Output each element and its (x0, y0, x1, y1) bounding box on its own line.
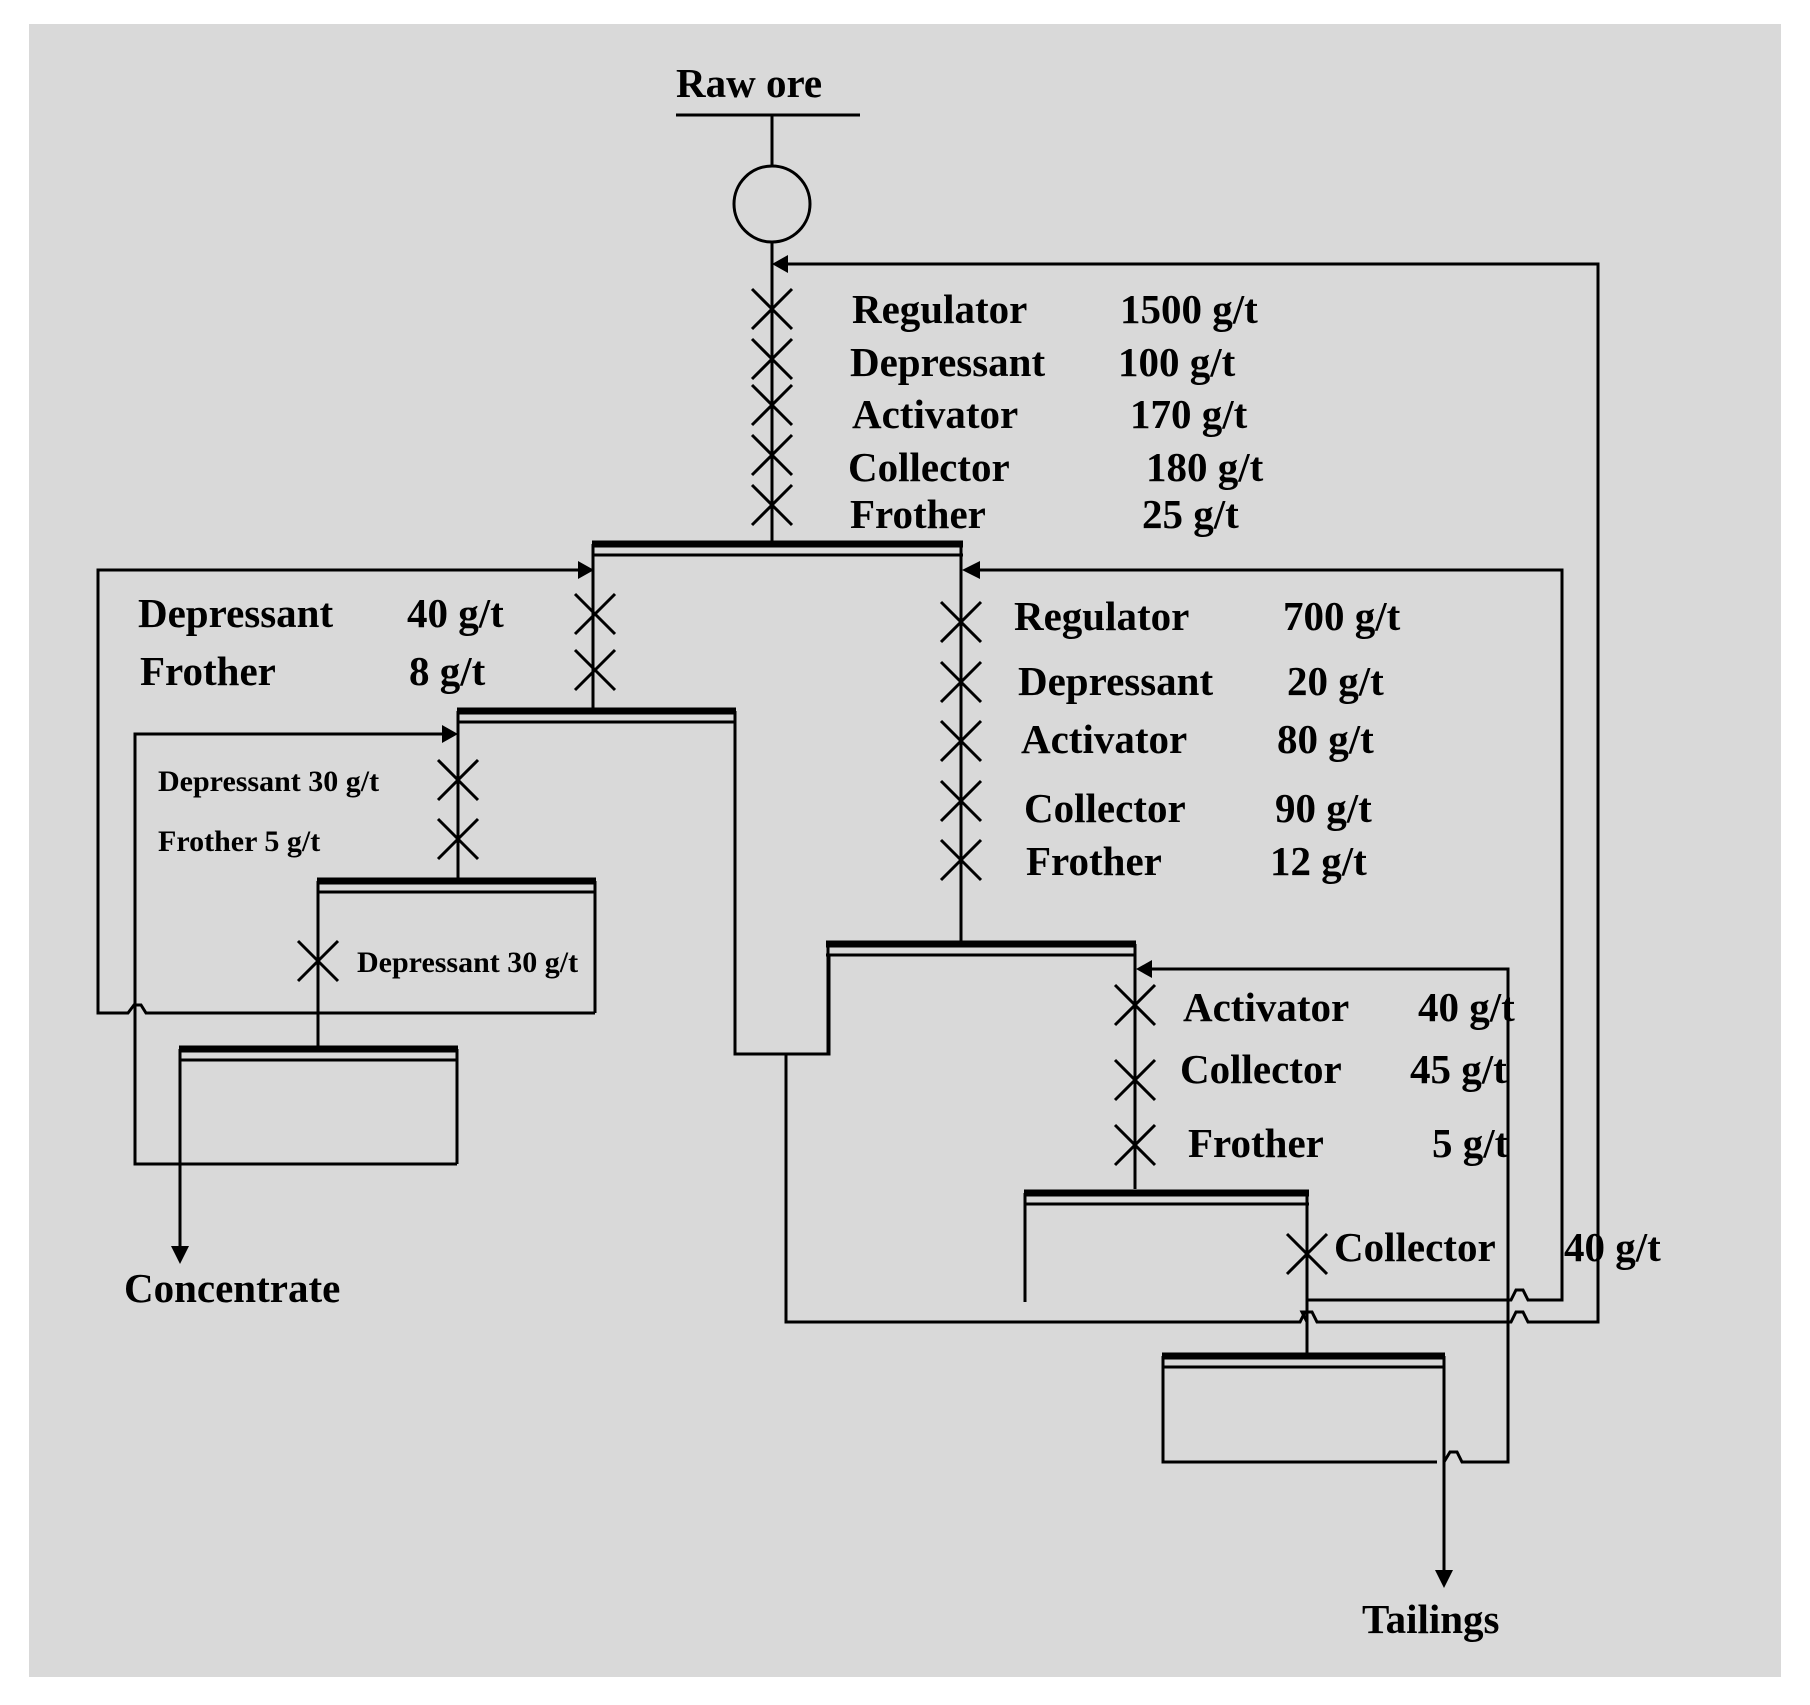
reagent-addition-cross-icon (939, 660, 983, 704)
concentrate-label: Concentrate (124, 1265, 340, 1311)
reagent-addition-cross-icon (939, 600, 983, 644)
scavenger1-reagent-dose: 80 g/t (1277, 716, 1374, 762)
rougher-reagent-name: Activator (852, 391, 1018, 437)
cleaner2-recycle-arrowhead (578, 561, 594, 579)
reagent-addition-points (296, 287, 1329, 1276)
reagent-addition-cross-icon (939, 719, 983, 763)
tailings-arrowhead (1435, 1570, 1453, 1588)
scavenger3-recycle-arrowhead (1136, 960, 1152, 978)
scavenger1-reagent-name: Depressant (1018, 658, 1213, 704)
cleaner3-reagent-label: Depressant 30 g/t (357, 946, 578, 979)
scavenger1-reagent-name: Regulator (1014, 593, 1189, 639)
rougher-reagent-name: Collector (848, 444, 1010, 490)
cleaner2-reagent-labels: Depressant 30 g/t Frother 5 g/t (158, 765, 379, 858)
reagent-addition-cross-icon (939, 838, 983, 882)
scavenger1-reagent-name: Frother (1026, 838, 1162, 884)
main-recycle-arrowhead (772, 255, 788, 273)
rougher-reagent-dose: 100 g/t (1118, 339, 1236, 385)
tailings-label: Tailings (1362, 1596, 1500, 1642)
cleaner2-reagent-label: Depressant 30 g/t (158, 765, 379, 798)
concentrate-arrowhead (171, 1246, 189, 1264)
rougher-reagent-dose: 1500 g/t (1120, 286, 1258, 332)
scavenger2-to-scavenger3 (1299, 1300, 1309, 1356)
reagent-addition-cross-icon (1113, 1123, 1157, 1167)
scavenger3-reagent-dose: 40 g/t (1564, 1224, 1661, 1270)
rougher-reagent-labels: Regulator 1500 g/t Depressant 100 g/t Ac… (848, 286, 1264, 537)
scavenger2-reagent-dose: 45 g/t (1410, 1046, 1507, 1092)
reagent-addition-cross-icon (750, 383, 794, 427)
reagent-addition-cross-icon (1113, 1058, 1157, 1102)
scavenger-recycle-arrowhead (962, 561, 980, 579)
rougher-reagent-dose: 180 g/t (1146, 444, 1264, 490)
scavenger1-reagent-dose: 700 g/t (1283, 593, 1401, 639)
scavenger2-reagent-name: Activator (1183, 984, 1349, 1030)
cleaner2-tail-recycle (96, 568, 595, 1015)
scavenger2-reagent-dose: 5 g/t (1432, 1120, 1509, 1166)
cleaner1-tail-to-scavenger (784, 262, 1600, 1324)
cleaner3-tail-recycle (133, 732, 457, 1166)
reagent-addition-cross-icon (573, 592, 617, 636)
reagent-addition-cross-icon (1113, 983, 1157, 1027)
reagent-addition-cross-icon (436, 817, 480, 861)
scavenger3-reagent-labels: Collector 40 g/t (1334, 1224, 1661, 1270)
cleaner1-reagent-name: Depressant (138, 590, 333, 636)
scavenger1-reagent-name: Collector (1024, 785, 1186, 831)
feed-label: Raw ore (676, 60, 822, 106)
cleaner1-reagent-dose: 8 g/t (409, 648, 486, 694)
cleaner3-reagent-labels: Depressant 30 g/t (357, 946, 578, 979)
scavenger2-reagent-name: Frother (1188, 1120, 1324, 1166)
flow-lines (96, 255, 1600, 1588)
reagent-addition-cross-icon (436, 758, 480, 802)
scavenger3-cell-body (1161, 1356, 1437, 1464)
scavenger1-reagent-dose: 20 g/t (1287, 658, 1384, 704)
rougher-reagent-name: Depressant (850, 339, 1045, 385)
scavenger2-tail-recycle (978, 568, 1564, 1302)
cleaner2-reagent-label: Frother 5 g/t (158, 825, 320, 858)
reagent-addition-cross-icon (750, 483, 794, 527)
scavenger2-reagent-dose: 40 g/t (1418, 984, 1515, 1030)
rougher-reagent-name: Frother (850, 491, 986, 537)
scavenger3-reagent-name: Collector (1334, 1224, 1496, 1270)
reagent-addition-cross-icon (750, 337, 794, 381)
reagent-addition-cross-icon (296, 939, 340, 983)
scavenger2-reagent-labels: Activator 40 g/t Collector 45 g/t Frothe… (1180, 984, 1515, 1166)
scavenger2-reagent-name: Collector (1180, 1046, 1342, 1092)
reagent-addition-cross-icon (1285, 1232, 1329, 1276)
cleaner1-reagent-name: Frother (140, 648, 276, 694)
scavenger1-reagent-labels: Regulator 700 g/t Depressant 20 g/t Acti… (1014, 593, 1401, 884)
reagent-addition-cross-icon (573, 648, 617, 692)
feed: Raw ore (676, 60, 860, 543)
scavenger1-reagent-dose: 90 g/t (1275, 785, 1372, 831)
reagent-addition-cross-icon (750, 287, 794, 331)
rougher-reagent-dose: 25 g/t (1142, 491, 1239, 537)
cleaner1-reagent-dose: 40 g/t (407, 590, 504, 636)
cleaner3-recycle-arrowhead (442, 725, 458, 743)
scavenger3-conc-recycle (1150, 967, 1510, 1464)
reagent-addition-cross-icon (750, 433, 794, 477)
reagent-addition-cross-icon (939, 779, 983, 823)
rougher-reagent-dose: 170 g/t (1130, 391, 1248, 437)
diagram-background (29, 24, 1781, 1677)
scavenger1-reagent-dose: 12 g/t (1270, 838, 1367, 884)
cleaner1-reagent-labels: Depressant 40 g/t Frother 8 g/t (138, 590, 504, 694)
rougher-reagent-name: Regulator (852, 286, 1027, 332)
scavenger1-reagent-name: Activator (1021, 716, 1187, 762)
